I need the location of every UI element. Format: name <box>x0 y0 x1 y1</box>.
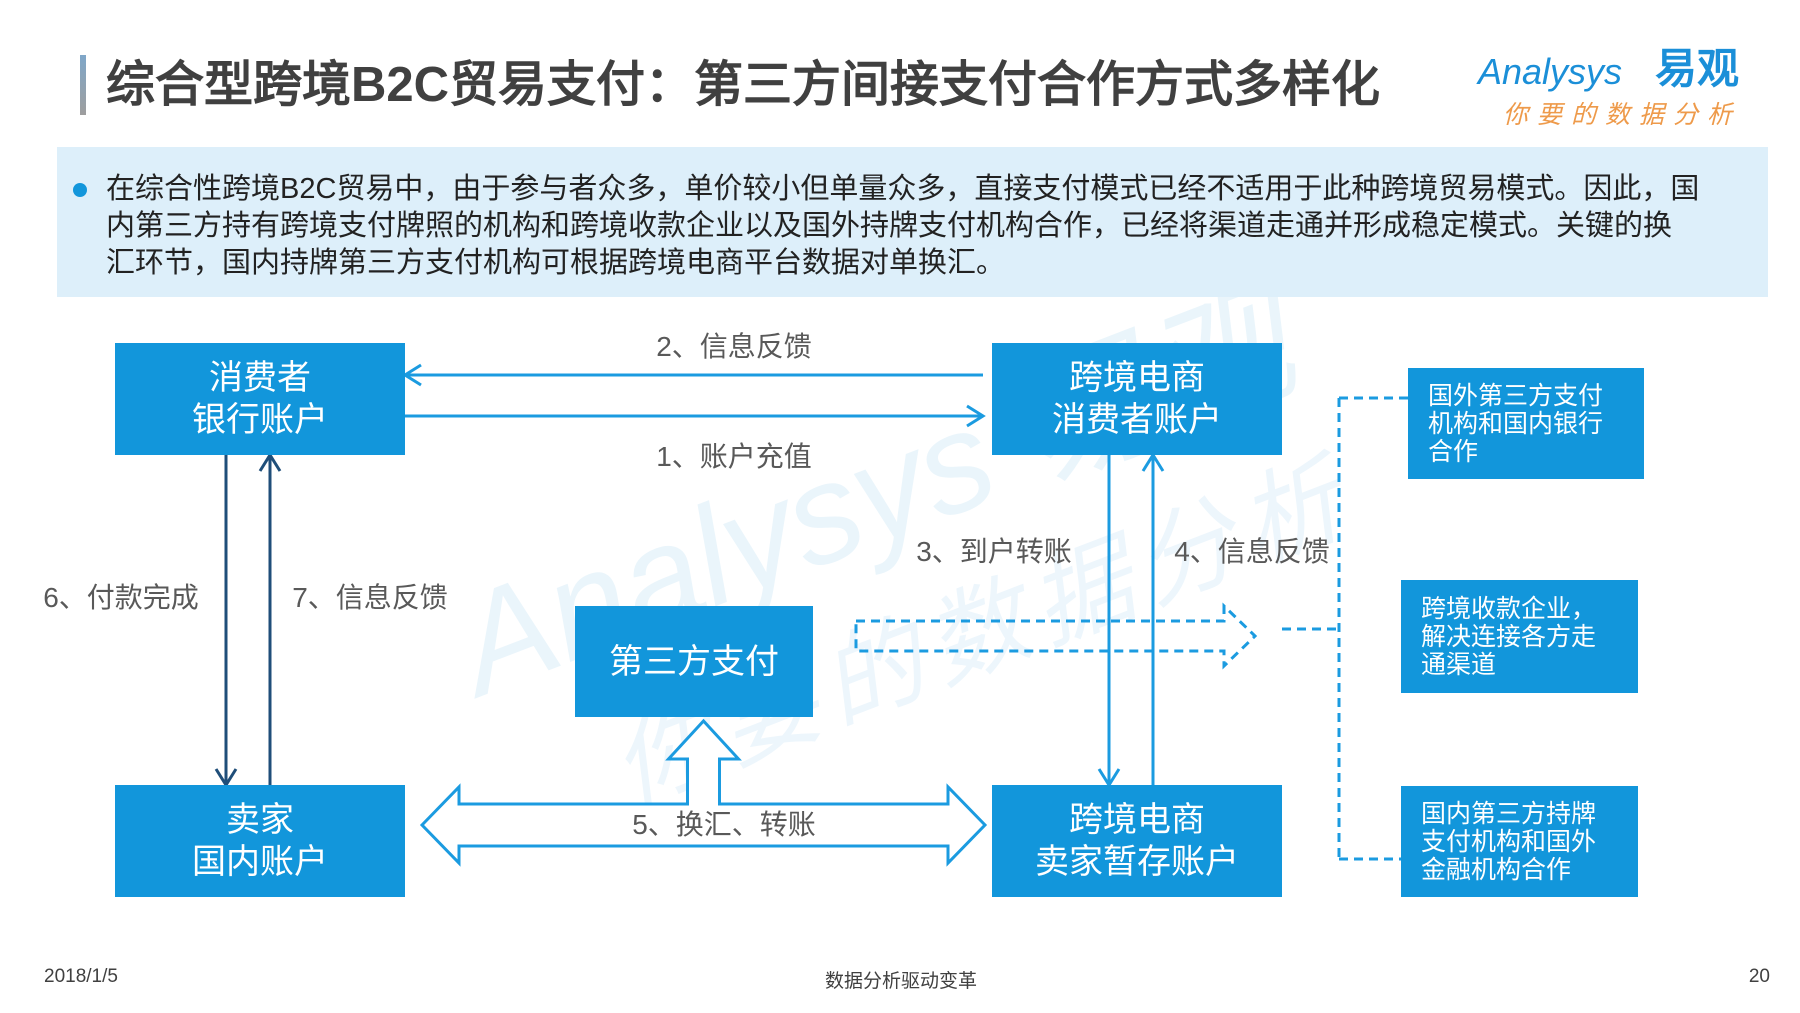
intro-line: 汇环节，国内持牌第三方支付机构可根据跨境电商平台数据对单换汇。 <box>106 247 1006 279</box>
arrowhead-right <box>966 404 986 428</box>
intro-box <box>57 147 1768 297</box>
node-label: 跨境电商 <box>1069 801 1205 839</box>
node-label: 银行账户 <box>192 401 328 439</box>
partner-label: 跨境收款企业， <box>1421 594 1597 623</box>
page-number: 20 <box>1748 966 1770 987</box>
flow-label-transfer-to-account: 3、到户转账 <box>916 536 1072 567</box>
intro-line: 在综合性跨境B2C贸易中，由于参与者众多，单价较小但单量众多，直接支付模式已经不… <box>106 173 1700 205</box>
intro-line: 内第三方持有跨境支付牌照的机构和跨境收款企业以及国外持牌支付机构合作，已经将渠道… <box>106 210 1673 242</box>
footer-slogan: 数据分析驱动变革 <box>824 971 978 992</box>
partner-label: 国内第三方持牌 <box>1421 799 1597 828</box>
logo-slogan: 你要的数据分析 <box>1503 101 1742 129</box>
partner-label: 解决连接各方走 <box>1421 622 1597 651</box>
partner-label: 金融机构合作 <box>1421 855 1572 884</box>
flow-label-info-feedback-right: 4、信息反馈 <box>1174 536 1330 567</box>
node-label: 第三方支付 <box>609 642 779 681</box>
partner-label: 支付机构和国外 <box>1421 827 1597 856</box>
arrow-dashed-partners <box>854 602 1258 670</box>
logo-brand-cn: 易观 <box>1655 45 1740 92</box>
partner-label: 国外第三方支付 <box>1428 381 1604 410</box>
arrowhead-up <box>258 452 282 472</box>
node-label: 消费者 <box>209 359 311 397</box>
arrowhead-up <box>1141 452 1165 472</box>
node-consumer-bank-account: 消费者 银行账户 <box>115 343 405 455</box>
node-label: 跨境电商 <box>1069 359 1205 397</box>
logo-brand-en: Analysys <box>1478 51 1623 92</box>
node-seller-domestic-account: 卖家 国内账户 <box>115 785 405 897</box>
node-label: 国内账户 <box>192 843 328 881</box>
partner-box-collection-enterprise: 跨境收款企业， 解决连接各方走 通渠道 <box>1401 580 1638 693</box>
node-label: 卖家暂存账户 <box>1035 843 1239 881</box>
node-ec-consumer-account: 跨境电商 消费者账户 <box>992 343 1282 455</box>
title-accent-bar <box>80 55 86 115</box>
node-label: 消费者账户 <box>1052 401 1222 439</box>
arrow-exchange-transfer <box>419 718 988 867</box>
flow-label-info-feedback-top: 2、信息反馈 <box>656 331 812 362</box>
flow-label-info-feedback-left: 7、信息反馈 <box>292 582 448 613</box>
flow-label-exchange-transfer: 5、换汇、转账 <box>632 809 816 840</box>
node-ec-seller-escrow-account: 跨境电商 卖家暂存账户 <box>992 785 1282 897</box>
bullet-icon <box>73 183 87 197</box>
partner-label: 合作 <box>1428 437 1479 466</box>
partner-label: 通渠道 <box>1421 650 1497 679</box>
page-title: 综合型跨境B2C贸易支付：第三方间接支付合作方式多样化 <box>106 58 1381 112</box>
partner-box-domestic-licensed-payment: 国内第三方持牌 支付机构和国外 金融机构合作 <box>1401 786 1638 897</box>
flow-label-recharge: 1、账户充值 <box>656 441 812 472</box>
node-label: 卖家 <box>226 801 294 839</box>
footer-date: 2018/1/5 <box>44 966 118 987</box>
intro-text: 在综合性跨境B2C贸易中，由于参与者众多，单价较小但单量众多，直接支付模式已经不… <box>106 171 1699 282</box>
node-third-party-payment: 第三方支付 <box>575 606 813 717</box>
flow-label-payment-complete: 6、付款完成 <box>43 582 199 613</box>
partner-label: 机构和国内银行 <box>1428 409 1604 438</box>
partner-box-foreign-payment-bank: 国外第三方支付 机构和国内银行 合作 <box>1408 368 1644 479</box>
arrowhead-left <box>402 363 422 387</box>
